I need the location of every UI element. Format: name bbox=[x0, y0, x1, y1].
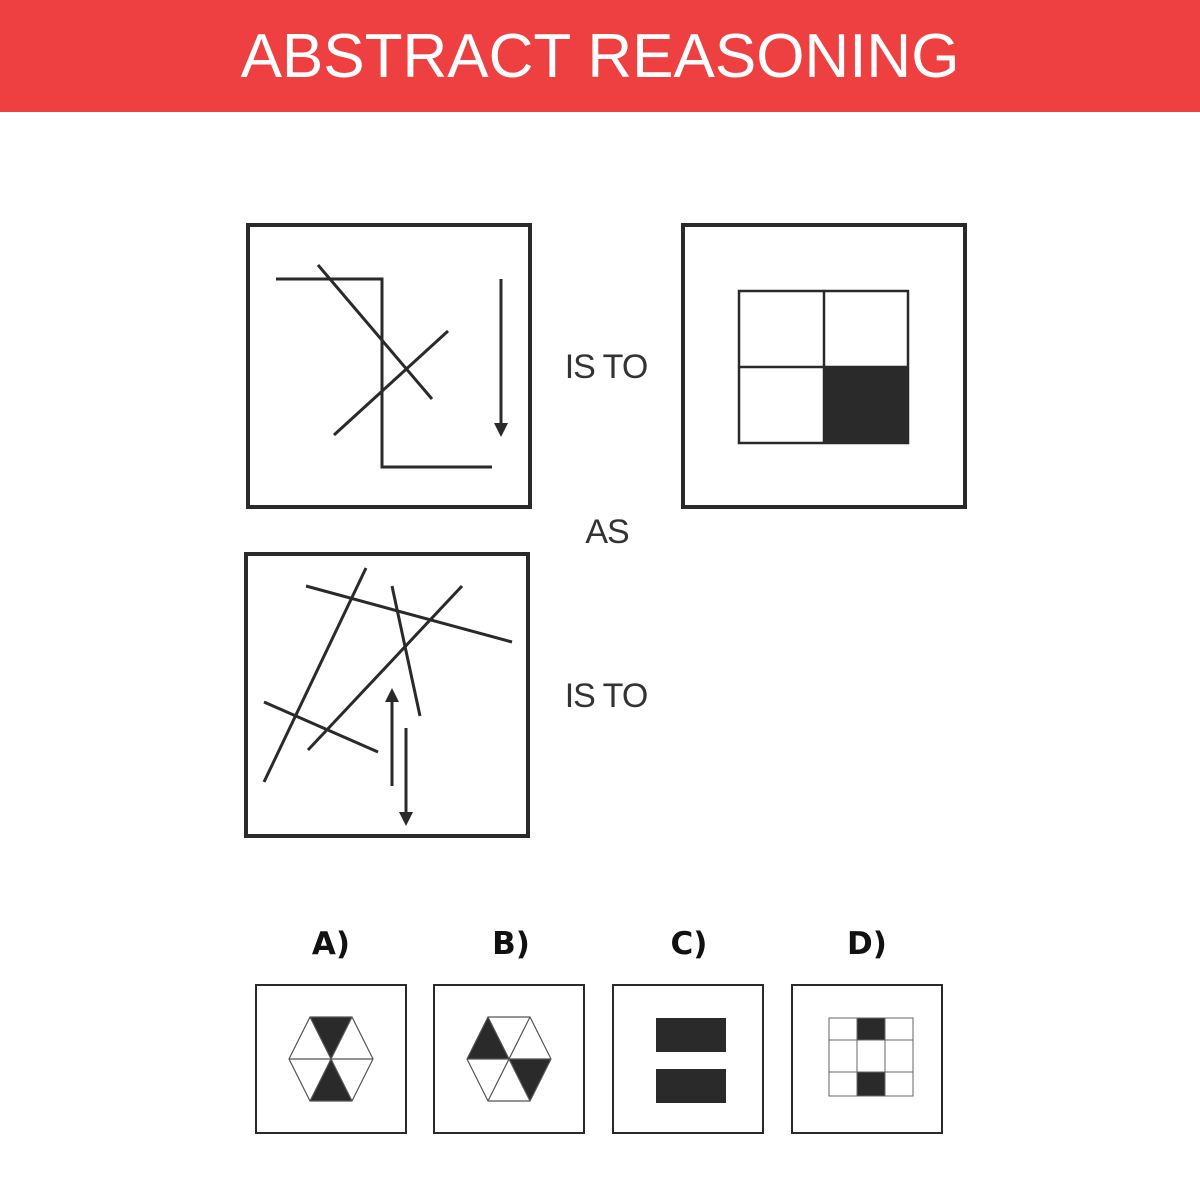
option-d-label: D) bbox=[847, 926, 887, 962]
grid-two-filled-cells-icon bbox=[828, 1017, 914, 1097]
hexagon-opposite-vertical-triangles-icon bbox=[288, 1016, 374, 1102]
crossed-lines-down-arrow-icon bbox=[276, 264, 508, 469]
question-figure-2 bbox=[681, 223, 967, 509]
option-a-label: A) bbox=[311, 926, 351, 962]
connector-as: AS bbox=[585, 513, 629, 551]
header-banner: ABSTRACT REASONING bbox=[0, 0, 1200, 112]
option-b-label: B) bbox=[492, 926, 530, 962]
option-c-label: C) bbox=[670, 926, 708, 962]
hexagon-opposite-diagonal-triangles-icon bbox=[466, 1016, 552, 1102]
connector-is-to-top: IS TO bbox=[564, 348, 649, 386]
option-c[interactable] bbox=[612, 984, 764, 1134]
option-a[interactable] bbox=[255, 984, 407, 1134]
option-b[interactable] bbox=[433, 984, 585, 1134]
connector-is-to-bottom: IS TO bbox=[564, 677, 649, 715]
option-d[interactable] bbox=[791, 984, 943, 1134]
grid-bottom-right-filled-icon bbox=[737, 289, 910, 445]
two-horizontal-bars-icon bbox=[656, 1018, 726, 1103]
crossed-lines-up-down-arrows-icon bbox=[262, 567, 513, 826]
question-figure-1 bbox=[246, 223, 532, 509]
question-figure-3 bbox=[244, 552, 530, 838]
page-title: ABSTRACT REASONING bbox=[240, 21, 960, 91]
